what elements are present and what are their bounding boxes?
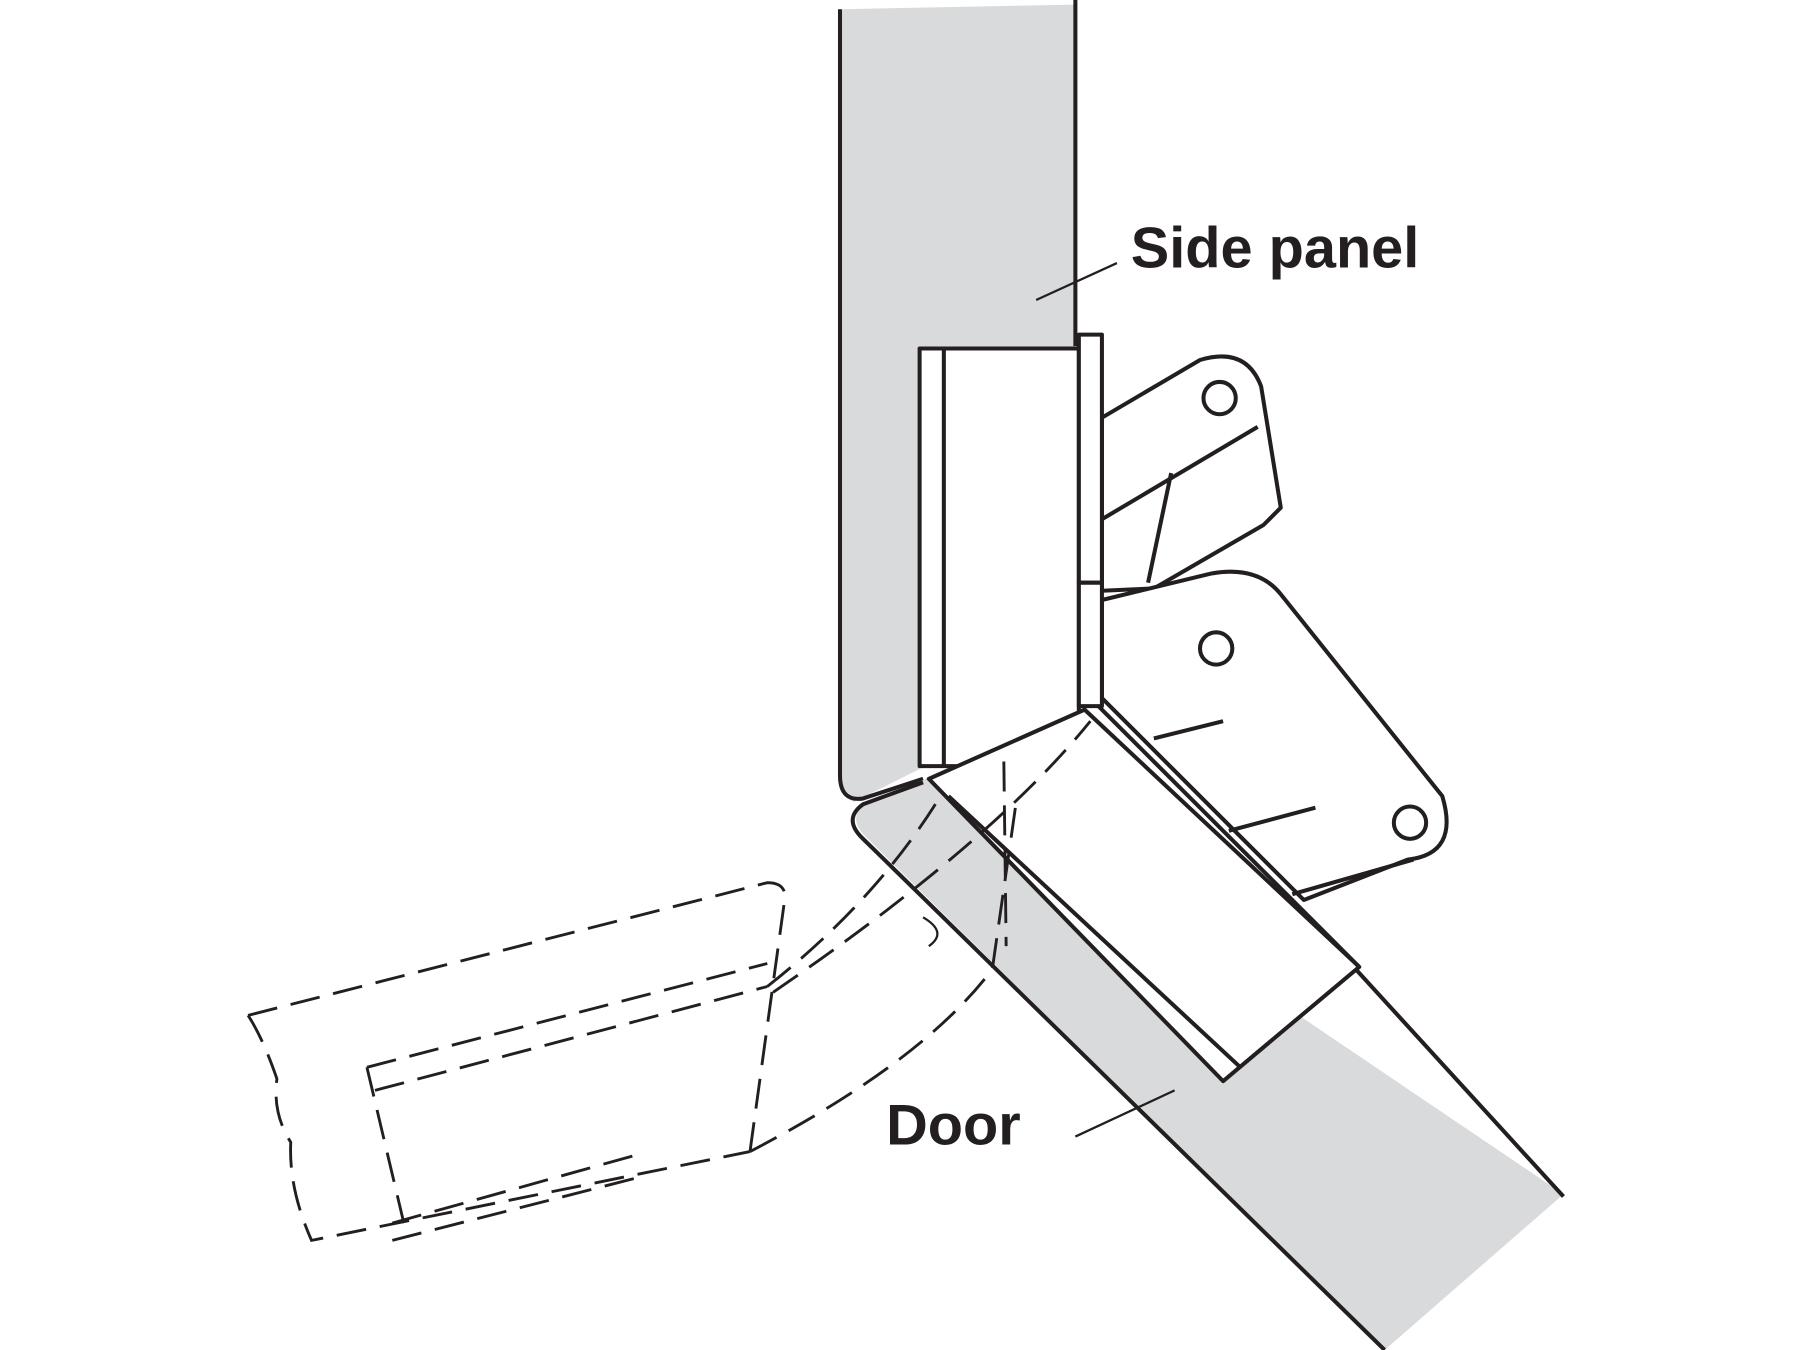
side-panel-outline-left (837, 9, 924, 801)
upper-arm-detail (1100, 425, 1259, 584)
pivot-marker (922, 916, 939, 948)
door-leader (1074, 1089, 1176, 1138)
plate-strip-lower (1076, 580, 1104, 709)
open-cup-outline (365, 962, 768, 1242)
door-outline (850, 780, 1565, 1350)
hinge-upper-arm (1099, 354, 1283, 593)
lower-arm-detail (1153, 719, 1415, 897)
open-door-outline (246, 881, 787, 1243)
pivot-middle (1197, 630, 1235, 667)
side-panel-label: Side panel (1131, 217, 1420, 281)
mounting-plate (917, 346, 1081, 769)
swing-arc (749, 720, 1092, 1153)
pivot-lower (1391, 804, 1429, 841)
cup-inner-line (947, 704, 1361, 1069)
side-panel-leader (1035, 262, 1118, 302)
door-label: Door (886, 1094, 1021, 1158)
plate-strip-upper (1076, 332, 1104, 585)
pivot-upper (1201, 379, 1238, 417)
